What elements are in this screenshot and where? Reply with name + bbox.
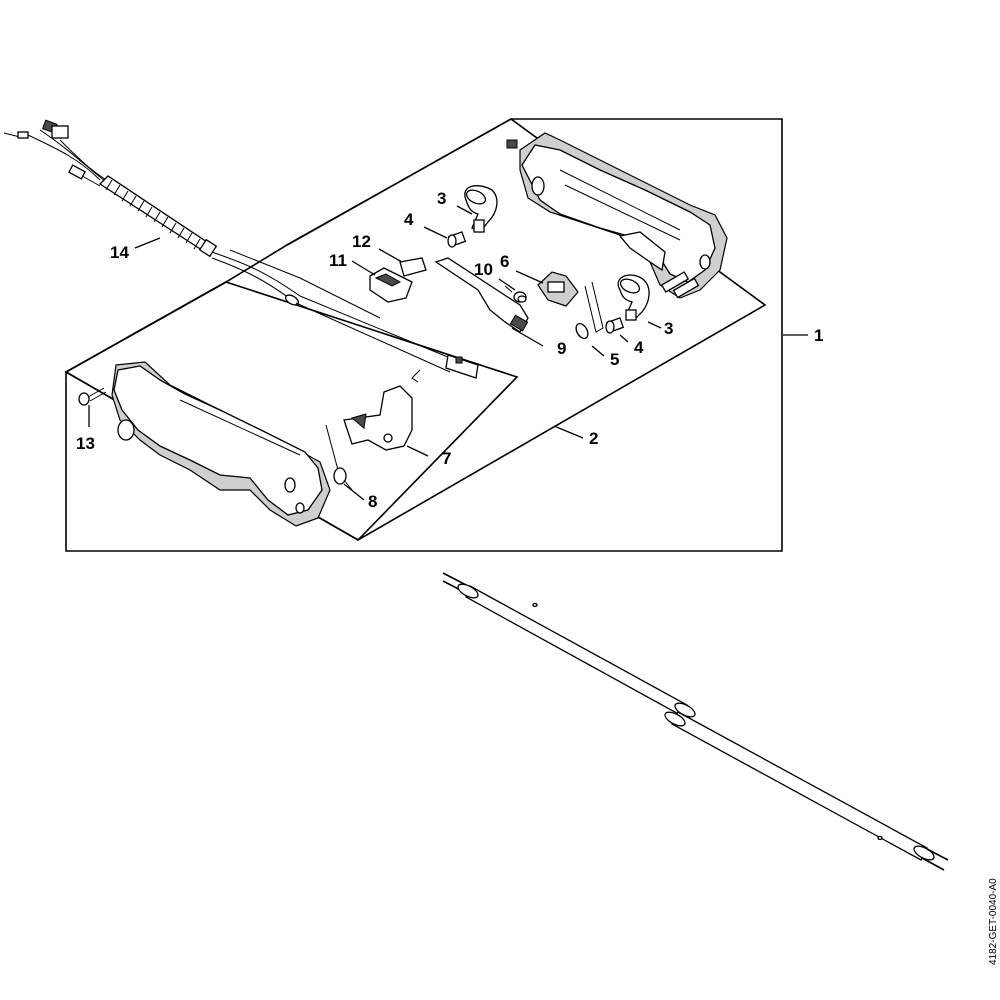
callout-6: 6	[500, 252, 509, 271]
callout-12: 12	[352, 232, 371, 251]
callout-3-upper: 3	[437, 189, 446, 208]
handle-grip	[111, 361, 331, 527]
callout-1: 1	[814, 326, 823, 345]
callout-4-lower: 4	[634, 338, 644, 357]
handle-kit-panel	[64, 118, 767, 541]
callout-13: 13	[76, 434, 95, 453]
callout-7: 7	[442, 449, 451, 468]
slide-switch	[537, 271, 579, 307]
torsion-spring	[504, 285, 527, 303]
clamp-upper	[464, 185, 498, 233]
spring-clip	[575, 281, 604, 340]
assembly-frame	[65, 118, 783, 552]
throttle-cable	[3, 119, 479, 383]
callout-14: 14	[110, 243, 129, 262]
drawing-id: 4182-GET-0040-A0	[988, 878, 999, 965]
contact-plate	[399, 257, 427, 277]
callout-5: 5	[610, 350, 619, 369]
callout-11: 11	[329, 251, 347, 270]
callout-2: 2	[589, 429, 598, 448]
switch-housing	[369, 267, 413, 303]
lever-lock	[343, 385, 413, 451]
callout-10: 10	[474, 260, 493, 279]
screw-lower	[605, 317, 625, 334]
drive-shaft-tube	[442, 572, 949, 871]
screw-upper	[447, 231, 467, 248]
leader-lines	[88, 205, 808, 501]
callout-4-upper: 4	[404, 210, 414, 229]
lever-spring	[325, 424, 353, 491]
clamp-lower	[617, 274, 650, 321]
throttle-lever	[434, 257, 529, 333]
screw-grip	[78, 387, 107, 406]
callout-9: 9	[557, 339, 566, 358]
callout-3-lower: 3	[664, 319, 673, 338]
handle-housing-upper	[506, 132, 728, 299]
callout-8: 8	[368, 492, 377, 511]
